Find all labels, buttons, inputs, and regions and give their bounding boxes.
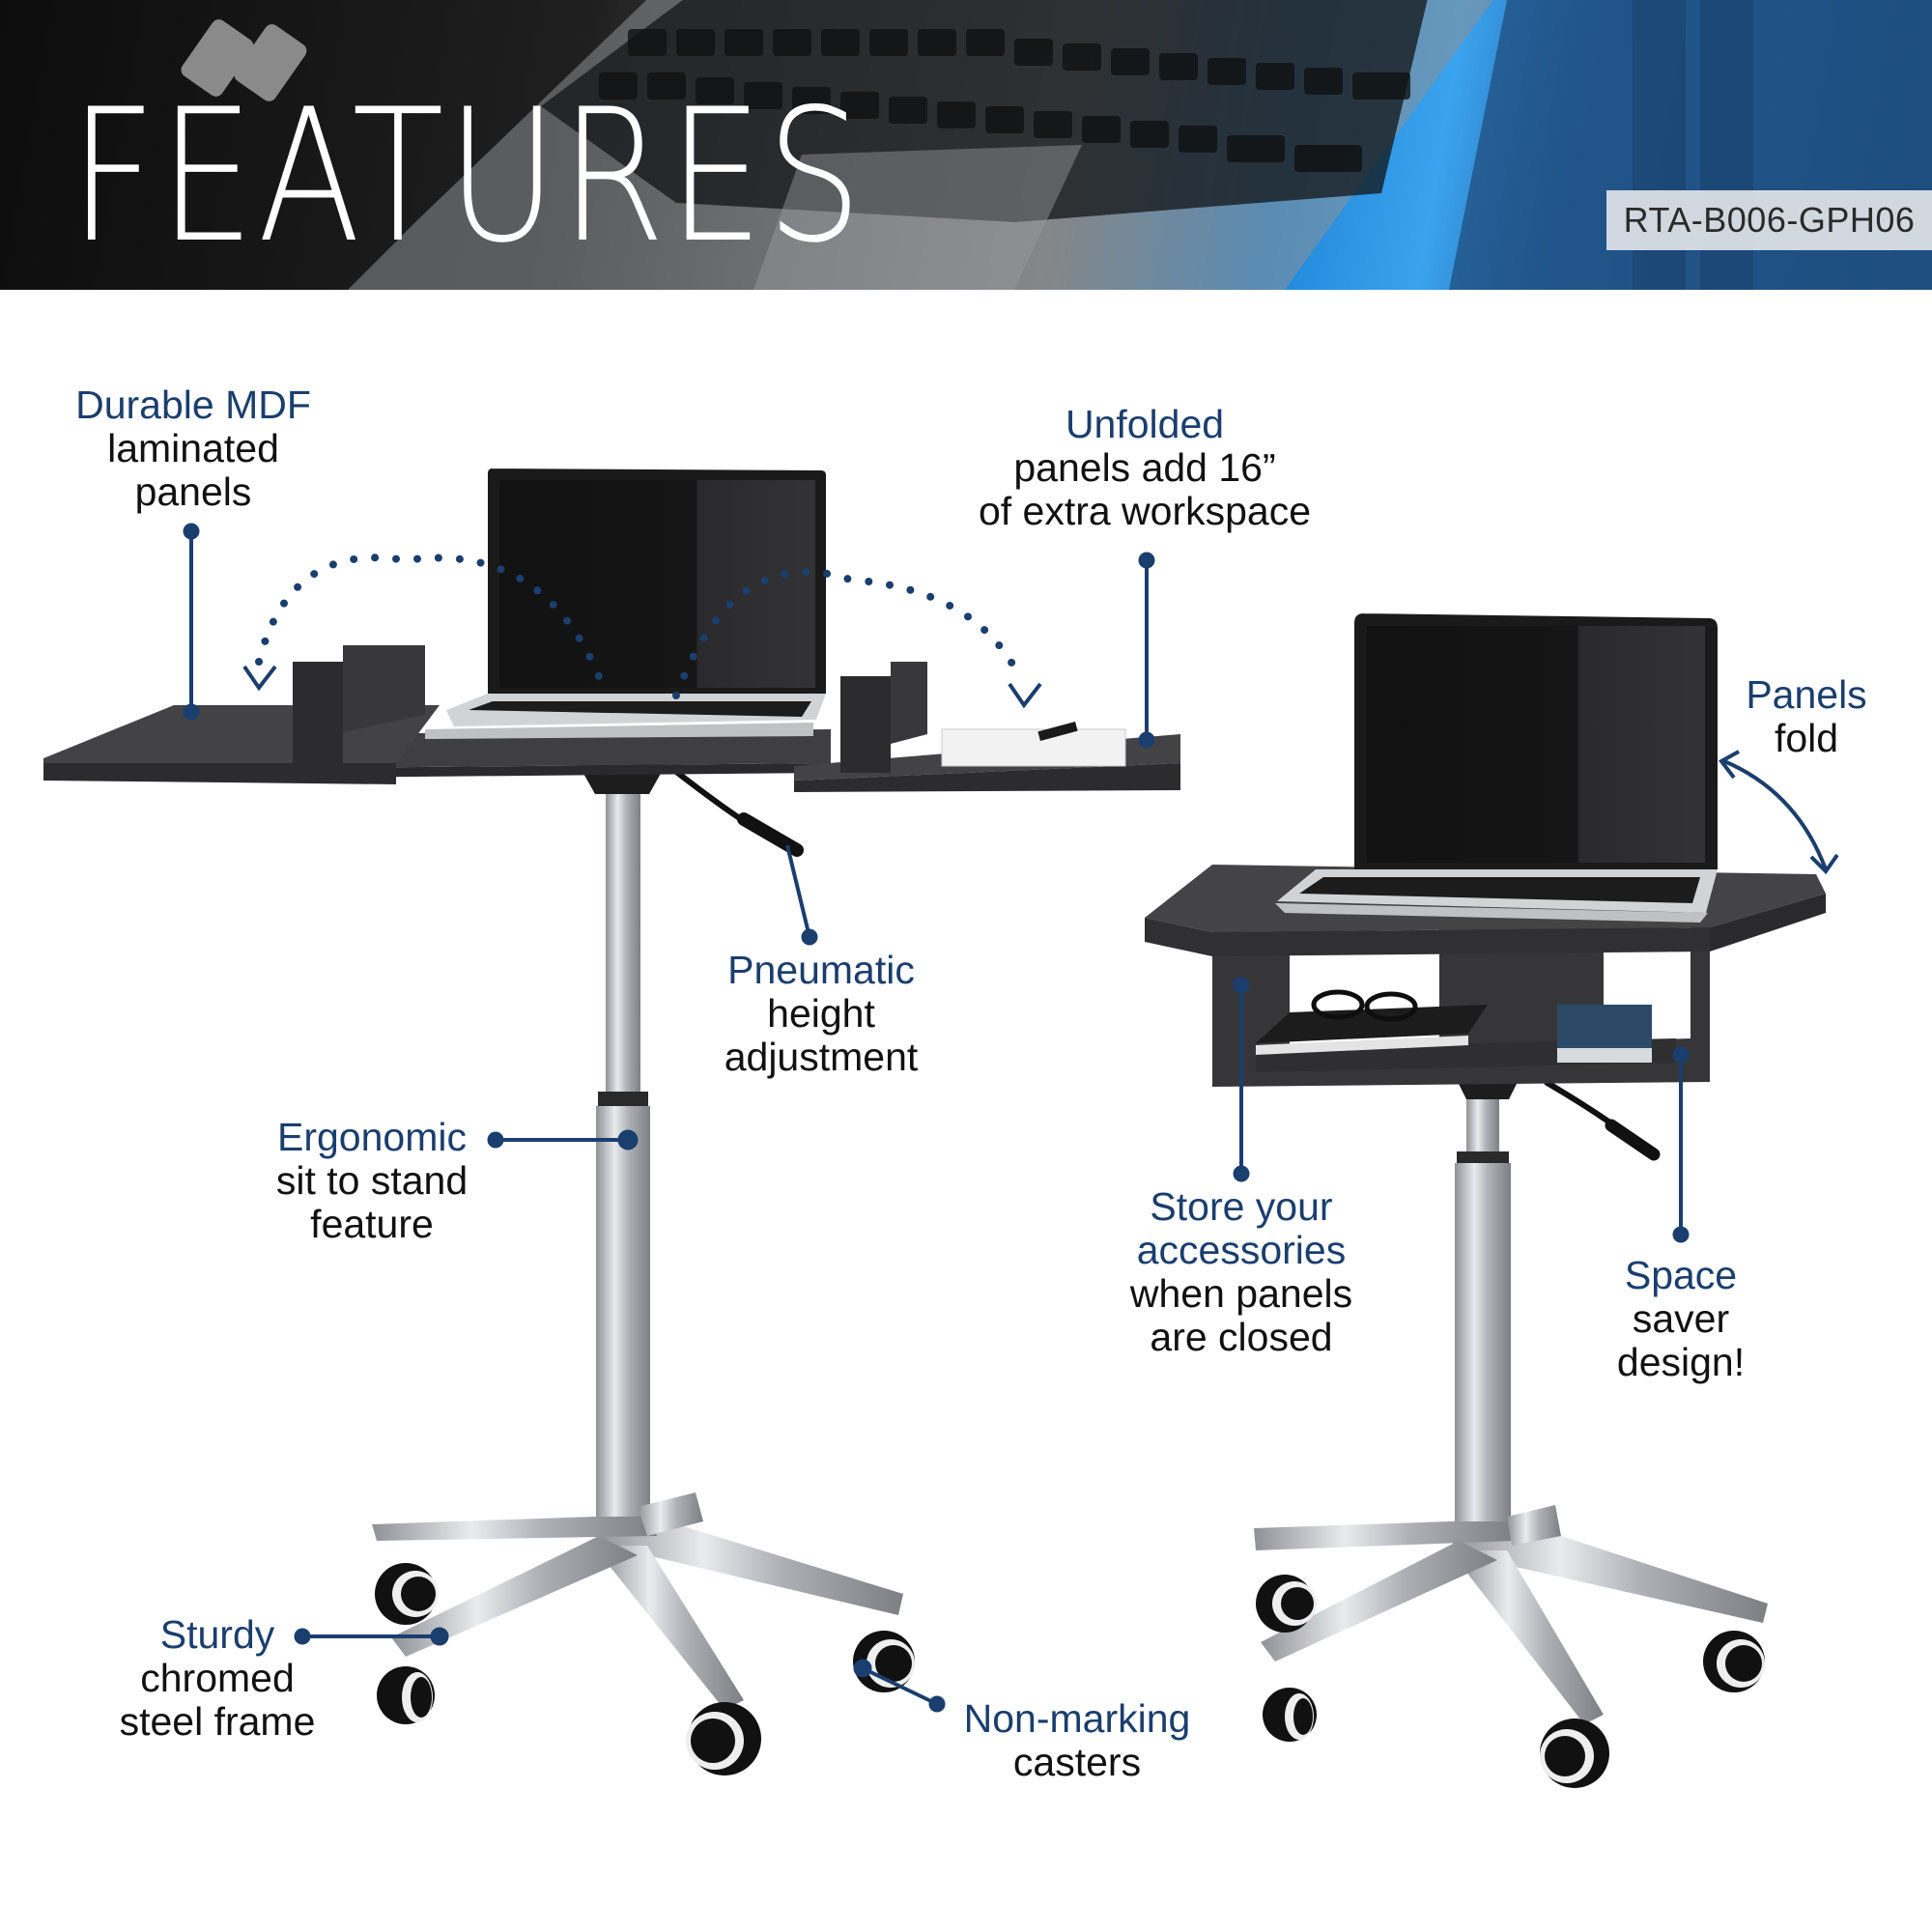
callout-highlight: accessories: [1136, 1228, 1347, 1272]
callout-pneumatic-height: Pneumatic height adjustment: [686, 949, 956, 1079]
callout-line: steel frame: [119, 1699, 316, 1744]
callout-highlight: Durable MDF: [75, 383, 311, 427]
callout-store-accessories: Store your accessories when panels are c…: [1101, 1185, 1381, 1359]
fold-arc-indicators: [255, 554, 1023, 699]
callout-highlight: Non-marking: [963, 1696, 1191, 1741]
callout-highlight: Pneumatic: [727, 948, 915, 992]
callout-highlight: Sturdy: [159, 1612, 275, 1657]
callout-highlight: Ergonomic: [277, 1115, 467, 1159]
callout-line: casters: [1012, 1740, 1142, 1784]
desk-unfolded-base: [372, 1492, 915, 1776]
banner-title: FEATURES: [70, 70, 866, 283]
callout-panels-fold: Panels fold: [1729, 673, 1884, 760]
callout-highlight: Store your: [1150, 1184, 1333, 1229]
laptop-left: [425, 469, 826, 739]
desk-folded: [1145, 613, 1826, 1530]
callout-highlight: Space: [1624, 1253, 1738, 1297]
desk-unfolded: [43, 469, 1180, 1521]
callout-highlight: Panels: [1746, 672, 1867, 717]
callout-line: fold: [1774, 716, 1839, 760]
callout-line: adjustment: [724, 1035, 919, 1079]
callout-line: laminated: [107, 426, 279, 470]
callout-line: saver: [1632, 1296, 1730, 1341]
fold-arrowheads: [242, 665, 1042, 709]
callout-line: design!: [1616, 1340, 1746, 1384]
callout-non-marking-casters: Non-marking casters: [942, 1697, 1212, 1784]
features-banner: FEATURES RTA-B006-GPH06: [0, 0, 1932, 290]
callout-line: sit to stand: [275, 1158, 469, 1203]
callout-line: panels: [134, 469, 252, 514]
leader-lines: [183, 523, 1839, 1713]
callout-line: of extra workspace: [978, 489, 1312, 533]
callout-sturdy-frame: Sturdy chromed steel frame: [92, 1613, 343, 1744]
callout-line: panels add 16”: [1013, 445, 1276, 490]
callout-ergonomic: Ergonomic sit to stand feature: [237, 1116, 507, 1246]
callout-highlight: Unfolded: [1065, 402, 1225, 446]
sku-tag: RTA-B006-GPH06: [1606, 190, 1932, 250]
callout-unfolded-panels: Unfolded panels add 16” of extra workspa…: [937, 403, 1352, 533]
callout-line: when panels: [1129, 1271, 1353, 1316]
callout-line: height: [767, 991, 875, 1036]
callout-line: chromed: [140, 1656, 295, 1700]
callout-space-saver: Space saver design!: [1584, 1254, 1777, 1384]
callout-line: are closed: [1150, 1315, 1333, 1359]
desk-folded-base: [1254, 1505, 1768, 1788]
callout-durable-mdf: Durable MDF laminated panels: [48, 384, 338, 514]
laptop-right: [1275, 613, 1718, 923]
callout-line: feature: [310, 1202, 434, 1246]
sku-label: RTA-B006-GPH06: [1623, 200, 1916, 240]
